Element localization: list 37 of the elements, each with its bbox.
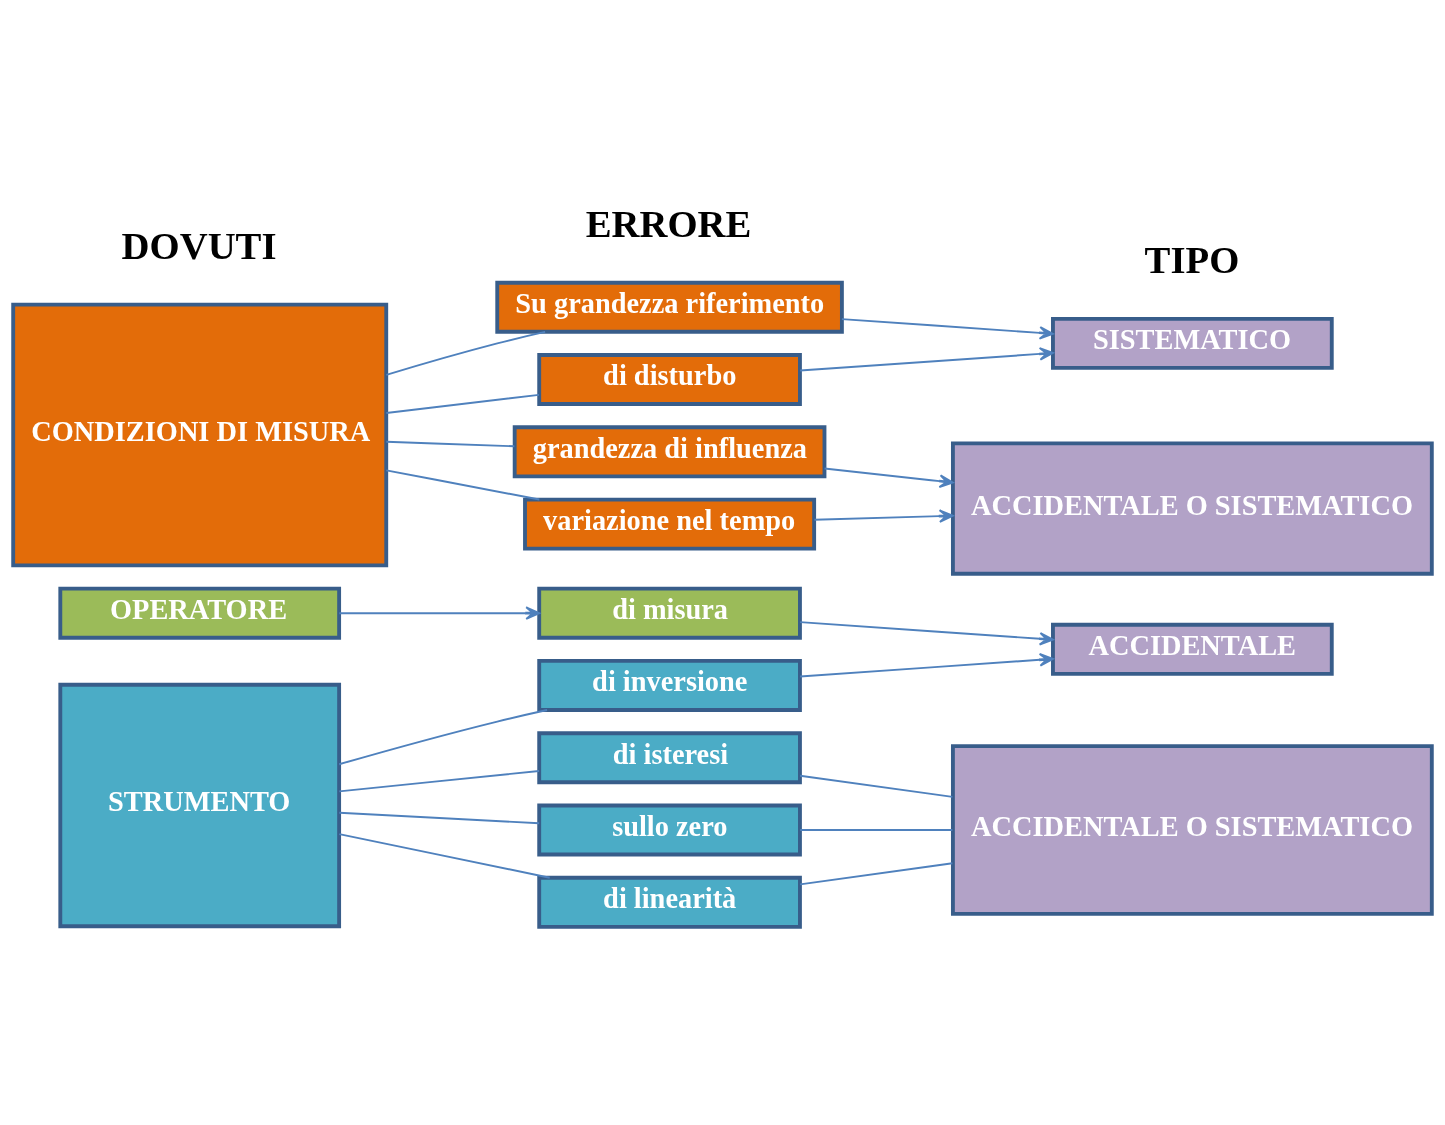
node-box: di misura	[537, 586, 802, 640]
node-box: sullo zero	[537, 803, 802, 857]
node-box: di isteresi	[537, 731, 802, 785]
connector	[799, 774, 954, 798]
node-box: SISTEMATICO	[1051, 316, 1334, 370]
connector	[385, 469, 541, 501]
node-box: di disturbo	[537, 353, 802, 406]
connector	[799, 862, 954, 886]
connector	[338, 769, 541, 793]
connector	[385, 440, 516, 448]
label: TIPO	[1144, 238, 1240, 282]
arrow	[799, 621, 1054, 646]
connector	[338, 709, 548, 766]
arrow	[338, 606, 541, 620]
arrow	[799, 347, 1054, 372]
connector	[338, 833, 551, 879]
node-box: di inversione	[537, 659, 802, 712]
node-box: Su grandezza riferimento	[495, 280, 844, 334]
arrow	[813, 509, 954, 523]
node-box: grandezza di influenza	[512, 425, 827, 479]
connector	[385, 393, 540, 414]
node-box: OPERATORE	[58, 586, 342, 640]
connector	[338, 811, 541, 825]
node-box: CONDIZIONI DI MISURA	[11, 302, 389, 568]
arrow	[799, 653, 1054, 678]
node-box: di linearità	[537, 875, 802, 929]
label: ERRORE	[585, 201, 752, 245]
node-box: variazione nel tempo	[523, 497, 817, 551]
node-box: ACCIDENTALE O SISTEMATICO	[950, 441, 1434, 576]
node-box: ACCIDENTALE O SISTEMATICO	[950, 744, 1434, 916]
arrow	[823, 467, 954, 488]
connector	[799, 829, 954, 831]
node-box: ACCIDENTALE	[1051, 622, 1334, 676]
label: DOVUTI	[121, 223, 277, 267]
arrow	[840, 318, 1054, 340]
connector	[385, 330, 547, 376]
node-box: STRUMENTO	[58, 682, 342, 929]
